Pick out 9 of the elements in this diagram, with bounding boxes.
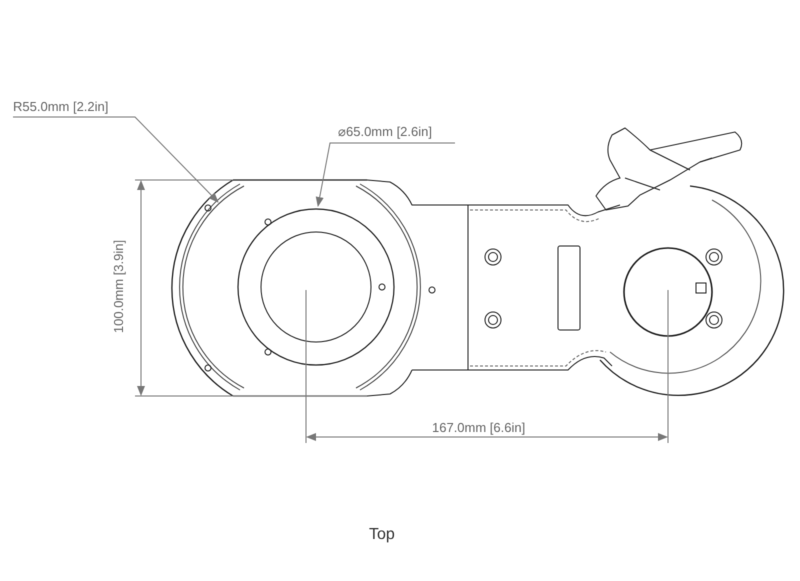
leader-line [316, 142, 456, 207]
outer-rim-arc [171, 179, 234, 397]
dimension-label: 167.0mm [6.6in] [432, 420, 526, 435]
dimension-label: 100.0mm [3.9in] [111, 240, 126, 334]
view-caption: Top [369, 527, 395, 542]
dimension-label: R55.0mm [2.2in] [13, 99, 108, 114]
dimension-label: ⌀65.0mm [2.6in] [338, 124, 432, 139]
ring-bore-circle [237, 208, 395, 366]
leader-line [12, 116, 219, 203]
